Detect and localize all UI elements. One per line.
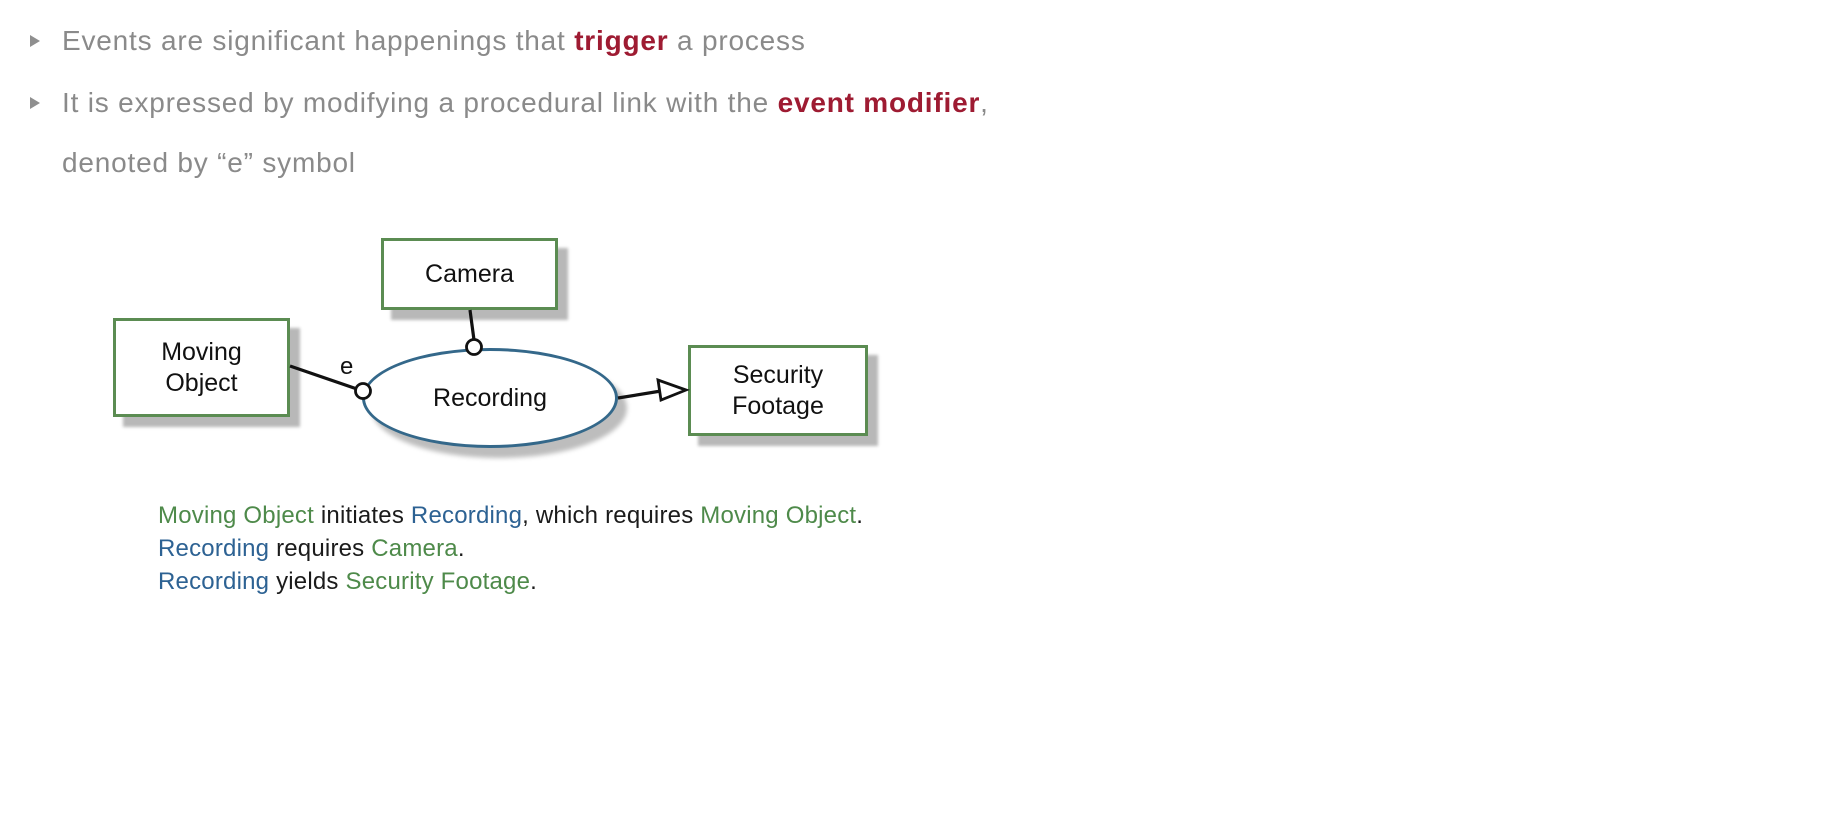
text-segment: It is expressed by modifying a procedura… <box>62 87 778 118</box>
bullet-line-1: Events are significant happenings that t… <box>30 23 806 59</box>
event-modifier-label: e <box>340 353 353 380</box>
text-segment: event modifier <box>777 87 981 118</box>
opl-line: Moving Object initiates Recording, which… <box>158 499 863 532</box>
bullet-line-3: denoted by “e” symbol <box>30 145 356 181</box>
text-segment: trigger <box>574 25 669 56</box>
text-segment: Recording <box>158 568 270 595</box>
opl-line: Recording yields Security Footage. <box>158 565 863 598</box>
bullet-text: Events are significant happenings that t… <box>62 23 806 59</box>
object-node-security-footage: Security Footage <box>688 345 868 436</box>
text-segment: Camera <box>371 535 458 562</box>
result-arrowhead-icon <box>656 377 690 402</box>
result-link-recording <box>617 389 662 400</box>
process-node-recording: Recording <box>362 348 618 448</box>
text-segment: , which requires <box>522 502 701 529</box>
process-label: Recording <box>433 383 547 412</box>
text-segment: yields <box>269 568 346 595</box>
text-segment: initiates <box>314 502 411 529</box>
text-segment: Events are significant happenings that <box>62 25 575 56</box>
text-segment: Recording <box>410 502 523 529</box>
object-label: Camera <box>425 259 514 288</box>
text-segment: Recording <box>158 535 270 562</box>
bullet-triangle-icon <box>30 35 40 47</box>
text-segment: , <box>980 87 989 118</box>
text-segment: Security Footage <box>345 568 531 595</box>
text-segment: denoted by “e” symbol <box>62 147 356 178</box>
event-link-moving-object <box>289 364 358 391</box>
bullet-line-2: It is expressed by modifying a procedura… <box>30 85 989 121</box>
object-label: Security Footage <box>732 360 824 420</box>
bullet-text: denoted by “e” symbol <box>62 145 356 181</box>
text-segment: Moving Object <box>700 502 857 529</box>
instrument-link-camera <box>468 309 476 341</box>
text-segment: . <box>856 502 864 529</box>
opl-line: Recording requires Camera. <box>158 532 863 565</box>
text-segment: requires <box>269 535 372 562</box>
bullet-triangle-icon <box>30 97 40 109</box>
text-segment: . <box>457 535 465 562</box>
bullet-text: It is expressed by modifying a procedura… <box>62 85 989 121</box>
object-label: Moving Object <box>161 337 242 397</box>
text-segment: a process <box>668 25 806 56</box>
text-segment: . <box>530 568 538 595</box>
object-node-moving-object: Moving Object <box>113 318 290 417</box>
opl-sentences: Moving Object initiates Recording, which… <box>158 499 863 598</box>
text-segment: Moving Object <box>158 502 314 529</box>
object-node-camera: Camera <box>381 238 558 310</box>
